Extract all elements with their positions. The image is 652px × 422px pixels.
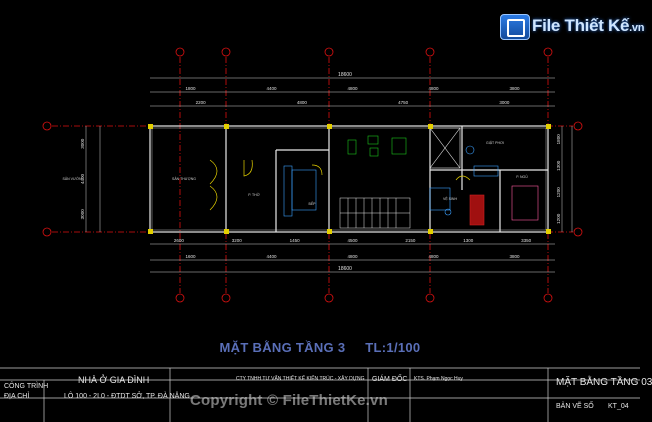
dim-left: 4400: [80, 173, 85, 184]
room-labels: SÂN THƯỢNG P. THỜ BẾP GIẶT PHƠI P. NGỦ V…: [62, 141, 528, 206]
dim-bottom-total: 4800: [428, 254, 439, 259]
tb-project-value: NHÀ Ở GIA ĐÌNH: [78, 375, 150, 385]
dim-top: 1800: [185, 86, 196, 91]
dim-top: 4400: [266, 86, 277, 91]
columns: [148, 124, 551, 234]
dim-top: 4800: [428, 86, 439, 91]
tb-sheet-value: KT_04: [608, 403, 629, 410]
dim-top-sub: 2200: [196, 100, 207, 105]
dim-right: 1200: [556, 213, 561, 224]
dim-bottom: 2150: [405, 238, 416, 243]
watermark: Copyright © FileThietKe.vn: [190, 392, 388, 409]
plan-scale: TL:1/100: [365, 340, 421, 355]
tb-address-value: LÔ 100 - 2L0 - ĐTDT SỞ, TP. ĐÀ NẴNG: [64, 393, 190, 400]
room-label: VỆ SINH: [443, 196, 457, 201]
dim-bottom: 4500: [347, 238, 358, 243]
dim-bottom: 3200: [232, 238, 243, 243]
tb-address-label: ĐỊA CHỈ: [4, 393, 30, 400]
plan-title-text: MẶT BẰNG TẦNG 3: [219, 340, 346, 355]
dim-bottom-total: 4400: [266, 254, 277, 259]
logo-domain: .vn: [629, 22, 645, 34]
tb-director-value: KTS. Phạm Ngọc Huy: [414, 376, 463, 382]
doors: [209, 159, 471, 211]
grid-axes: [42, 47, 583, 303]
dim-bottom-overall: 18600: [338, 266, 352, 272]
room-label: P. THỜ: [248, 192, 259, 197]
dim-top-sub: 4750: [398, 100, 409, 105]
void-area: [429, 127, 461, 169]
staircase: [339, 197, 411, 229]
dim-bottom: 1300: [463, 238, 474, 243]
dim-bottom: 2600: [174, 238, 185, 243]
logo-text: File Thiết Kế: [532, 16, 630, 35]
room-label: P. NGỦ: [516, 174, 528, 179]
plan-title: MẶT BẰNG TẦNG 3 TL:1/100: [0, 340, 640, 355]
title-block: [0, 367, 640, 422]
tb-sheet-label: BẢN VẼ SỐ: [556, 403, 594, 410]
dim-overall: 18600: [338, 72, 352, 78]
floor-plan: [149, 125, 549, 233]
dim-top: 3800: [509, 86, 520, 91]
dim-left: 3000: [80, 138, 85, 149]
room-label: BẾP: [308, 201, 316, 206]
dim-right: 1200: [556, 187, 561, 198]
dim-bottom: 3350: [521, 238, 532, 243]
dim-bottom: 1450: [290, 238, 301, 243]
tb-project-label: CÔNG TRÌNH: [4, 383, 49, 390]
dim-right: 1300: [556, 160, 561, 171]
dim-bottom-total: 1600: [185, 254, 196, 259]
dimension-lines: [85, 77, 573, 273]
room-label: GIẶT PHƠI: [486, 141, 504, 145]
site-logo[interactable]: File Thiết Kế.vn: [496, 8, 644, 44]
tb-director-label: GIÁM ĐỐC: [372, 376, 408, 383]
room-label: SÂN VƯỜN: [62, 176, 81, 181]
tb-company: CTY TNHH TƯ VẤN THIẾT KẾ KIẾN TRÚC - XÂY…: [236, 376, 365, 382]
dim-right: 1800: [556, 134, 561, 145]
dim-left: 3000: [80, 209, 85, 220]
dim-bottom-total: 3800: [509, 254, 520, 259]
tb-drawing-title: MẶT BẰNG TẦNG 03: [556, 377, 652, 388]
dim-top: 4800: [347, 86, 358, 91]
logo-mark-icon: [500, 14, 530, 40]
furniture: [283, 135, 539, 226]
dim-bottom-total: 4800: [347, 254, 358, 259]
dimension-texts: 18600 18600: [338, 72, 352, 272]
dim-top-sub: 3000: [499, 100, 510, 105]
dim-top-sub: 4800: [297, 100, 308, 105]
room-label: SÂN THƯỢNG: [172, 177, 196, 181]
